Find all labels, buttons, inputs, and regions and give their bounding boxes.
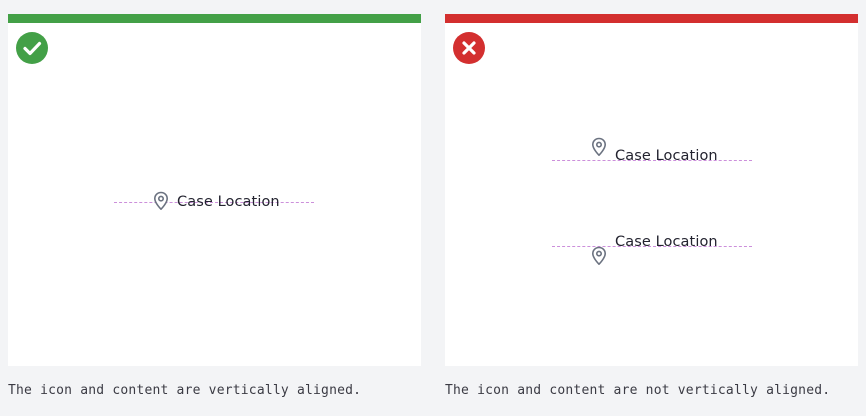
correct-accent-bar (8, 14, 421, 23)
check-icon (16, 32, 48, 64)
close-icon (453, 32, 485, 64)
alignment-guide-line (552, 246, 752, 247)
incorrect-accent-bar (445, 14, 858, 23)
field-label: Case Location (615, 148, 718, 164)
map-pin-icon (592, 137, 606, 156)
field-label: Case Location (177, 194, 280, 210)
correct-caption: The icon and content are vertically alig… (8, 383, 362, 398)
correct-example-panel: Case Location (8, 14, 421, 366)
map-pin-icon (154, 191, 168, 210)
alignment-guide-line (114, 202, 314, 203)
map-pin-icon (592, 246, 606, 265)
incorrect-example-panel: Case Location Case Location (445, 14, 858, 366)
alignment-guide-line (552, 160, 752, 161)
incorrect-caption: The icon and content are not vertically … (445, 383, 831, 398)
field-label: Case Location (615, 234, 718, 250)
